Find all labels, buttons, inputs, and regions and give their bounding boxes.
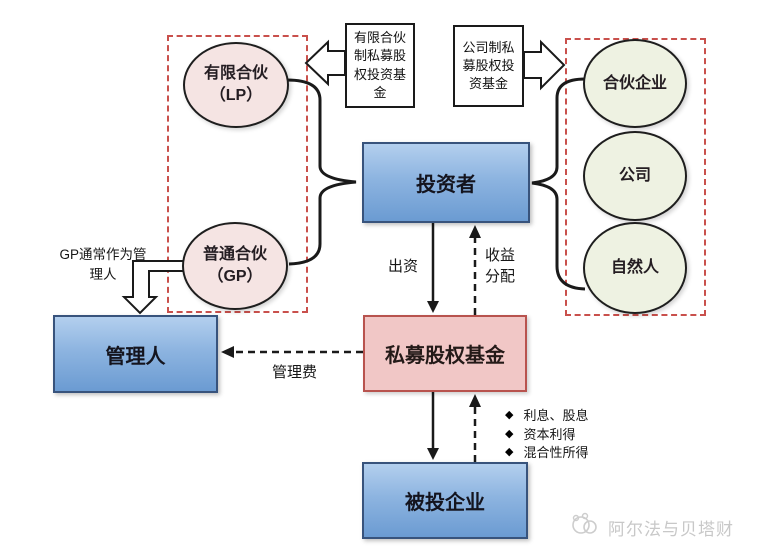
brace-lp-gp-to-investor: [286, 78, 357, 266]
node-partnership-enterprise-label: 合伙企业: [602, 74, 667, 92]
income-type-text: 混合性所得: [523, 445, 589, 461]
label-box-corp-fund: 公司制私募股权投资基金: [453, 25, 524, 107]
diamond-bullet-icon: ◆: [505, 427, 514, 440]
income-types-list: ◆ 利息、股息 ◆ 资本利得 ◆ 混合性所得: [505, 408, 588, 464]
node-limited-partner-label: 有限合伙（LP）: [203, 65, 268, 104]
arrowhead-fund-to-investee: [427, 448, 439, 460]
node-manager: 管理人: [53, 315, 218, 393]
diamond-bullet-icon: ◆: [505, 446, 514, 459]
arrowhead-investee-returns: [469, 394, 481, 407]
label-box-lp-fund-text: 有限合伙制私募股权投资基金: [353, 30, 406, 100]
watermark-text: 阿尔法与贝塔财: [608, 520, 734, 539]
edge-label-management-fee: 管理费: [272, 364, 318, 381]
arrowhead-contribution: [427, 301, 439, 313]
node-pe-fund: 私募股权基金: [363, 315, 527, 392]
node-investee-company-label: 被投企业: [405, 492, 485, 514]
income-type-item: ◆ 利息、股息: [505, 408, 588, 424]
node-limited-partner: 有限合伙（LP）: [183, 42, 289, 128]
diamond-bullet-icon: ◆: [505, 409, 514, 422]
node-investor: 投资者: [362, 142, 530, 223]
node-pe-fund-label: 私募股权基金: [385, 345, 505, 367]
label-box-corp-fund-text: 公司制私募股权投资基金: [462, 39, 515, 92]
income-type-text: 资本利得: [523, 426, 576, 442]
income-type-item: ◆ 资本利得: [505, 427, 588, 443]
bent-arrow-gp-to-manager-icon: [121, 260, 185, 315]
watermark-logo-icon: [570, 512, 602, 543]
label-box-lp-fund: 有限合伙制私募股权投资基金: [345, 23, 415, 108]
note-gp-as-manager: GP通常作为管理人: [59, 247, 147, 283]
edge-label-contribution: 出资: [388, 258, 419, 275]
node-company: 公司: [583, 131, 687, 221]
arrowhead-income-distribution: [469, 225, 481, 238]
node-partnership-enterprise: 合伙企业: [583, 39, 687, 128]
block-arrow-left-icon: [304, 39, 346, 87]
arrowhead-management-fee: [221, 346, 234, 358]
node-natural-person: 自然人: [583, 222, 687, 314]
watermark: 阿尔法与贝塔财: [570, 512, 734, 543]
node-natural-person-label: 自然人: [610, 259, 659, 277]
node-investee-company: 被投企业: [362, 462, 528, 539]
node-investor-label: 投资者: [416, 174, 476, 196]
node-manager-label: 管理人: [105, 345, 166, 368]
node-company-label: 公司: [618, 167, 651, 185]
income-type-item: ◆ 混合性所得: [505, 445, 588, 461]
node-general-partner: 普通合伙（GP）: [182, 222, 288, 310]
block-arrow-right-icon: [523, 39, 566, 91]
node-general-partner-label: 普通合伙（GP）: [202, 246, 267, 285]
edge-label-income-distribution: 收益分配: [485, 247, 516, 285]
brace-investor-to-entity-types: [531, 77, 586, 291]
income-type-text: 利息、股息: [523, 408, 589, 423]
lp-gp-group-outline: [167, 35, 308, 313]
